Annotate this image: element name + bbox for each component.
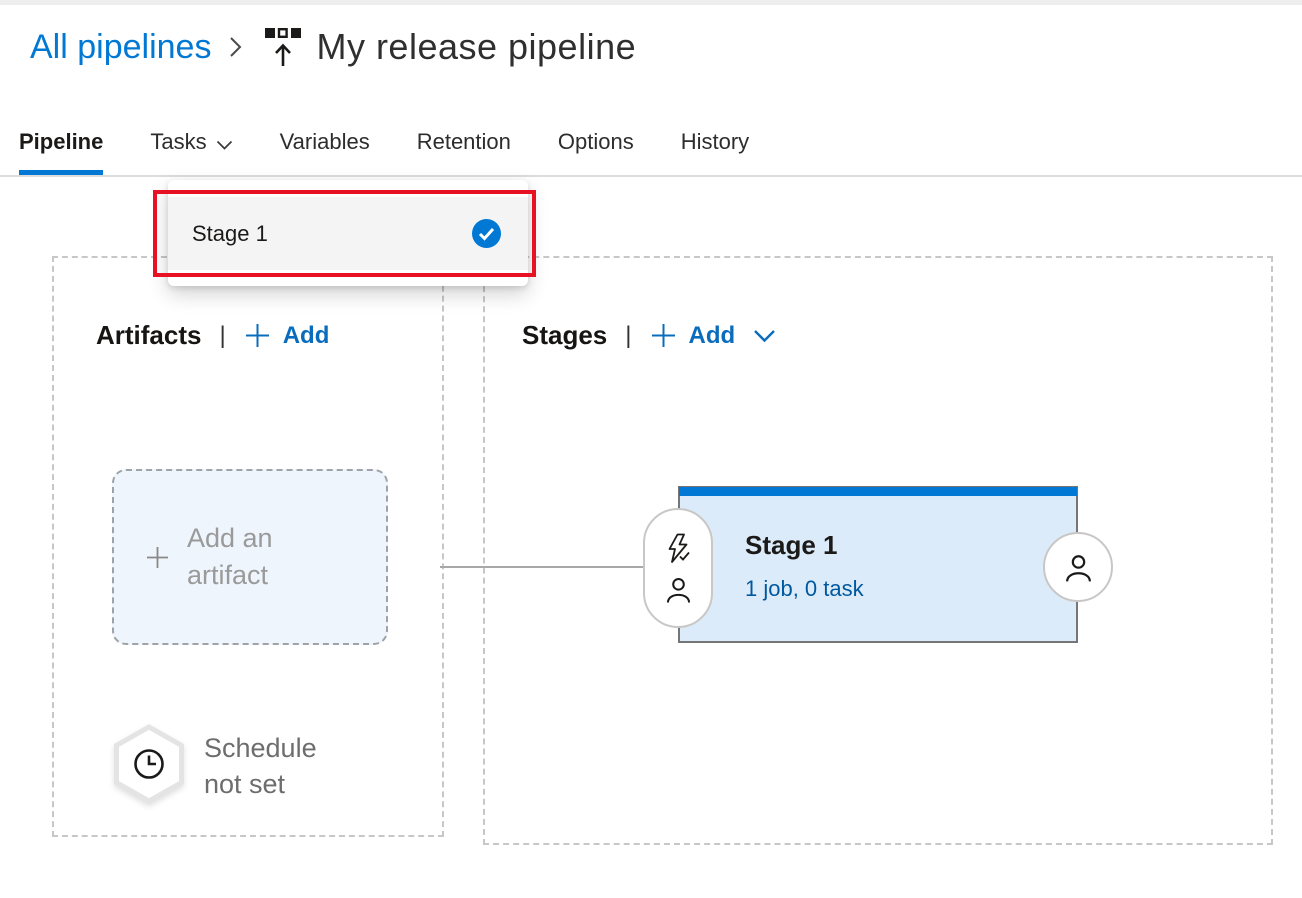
person-icon (666, 578, 690, 603)
stage-card[interactable]: Stage 1 1 job, 0 task (678, 486, 1078, 643)
top-divider (0, 0, 1302, 5)
stages-header: Stages | Add (522, 320, 776, 351)
add-stage-button[interactable]: Add (650, 322, 777, 350)
post-deployment-conditions-button[interactable] (1043, 532, 1113, 602)
release-pipeline-icon (264, 26, 302, 68)
person-icon (1065, 554, 1091, 582)
tab-history[interactable]: History (680, 129, 750, 154)
stages-separator: | (625, 321, 632, 349)
tab-variables[interactable]: Variables (279, 129, 370, 154)
page-title[interactable]: My release pipeline (316, 26, 637, 67)
plus-icon (147, 546, 168, 568)
tab-retention[interactable]: Retention (416, 129, 511, 154)
chevron-down-icon (754, 329, 776, 342)
chevron-down-icon (216, 131, 233, 157)
breadcrumb-separator-icon (229, 36, 242, 58)
tasks-menu-item-stage1[interactable]: Stage 1 (168, 197, 528, 270)
stage-card-accent-bar (679, 487, 1077, 496)
schedule-button[interactable]: Schedule not set (112, 724, 334, 809)
stages-title: Stages (522, 320, 608, 350)
tab-options[interactable]: Options (557, 129, 634, 154)
add-artifact-button[interactable]: Add (244, 322, 329, 350)
tasks-dropdown-menu: Stage 1 (168, 180, 528, 286)
add-artifact-placeholder[interactable]: Add an artifact (112, 469, 388, 645)
plus-icon (651, 324, 675, 347)
artifacts-title: Artifacts (96, 320, 202, 350)
tab-pipeline[interactable]: Pipeline (19, 115, 104, 175)
stage-name: Stage 1 (745, 530, 838, 560)
stage-jobs-tasks-link[interactable]: 1 job, 0 task (745, 576, 864, 601)
breadcrumb: All pipelines My release pipeline (30, 26, 636, 68)
artifact-stage-connector-line (440, 566, 645, 568)
stages-panel: Stages | Add (483, 256, 1273, 845)
artifacts-separator: | (219, 321, 226, 349)
schedule-clock-icon (112, 724, 186, 809)
artifacts-header: Artifacts | Add (96, 320, 329, 351)
selected-check-icon (472, 219, 501, 248)
lightning-check-icon (668, 533, 690, 563)
pre-deployment-conditions-button[interactable] (643, 508, 713, 628)
tab-tasks[interactable]: Tasks (150, 115, 232, 175)
plus-icon (245, 324, 269, 347)
all-pipelines-link[interactable]: All pipelines (30, 27, 212, 66)
artifacts-panel: Artifacts | Add Add an artifact Schedule… (52, 256, 444, 837)
tab-bar: Pipeline Tasks Variables Retention Optio… (0, 115, 1302, 177)
